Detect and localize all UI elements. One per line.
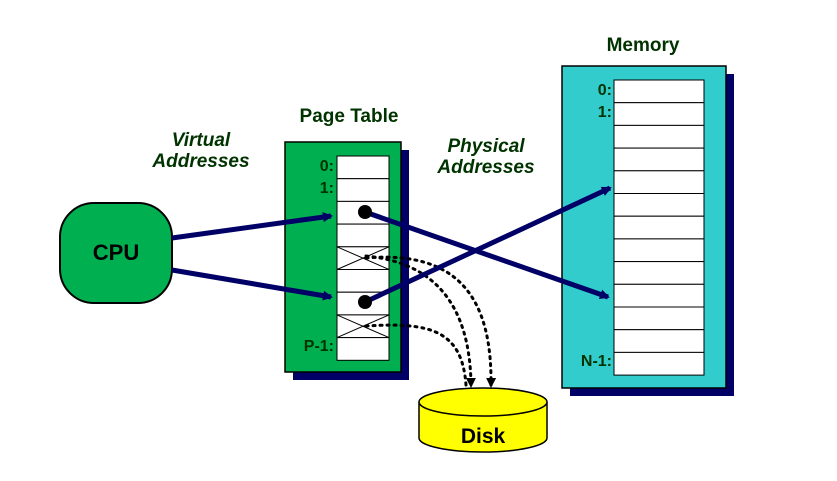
page-table-entry [336, 337, 390, 361]
memory: 0: 1: N-1: [561, 65, 734, 396]
memory-frame [613, 193, 705, 217]
memory-frame [613, 170, 705, 195]
cpu-node: CPU [59, 202, 173, 304]
cpu-label: CPU [93, 240, 139, 265]
disk-node: Disk [418, 387, 548, 453]
memory-frame [613, 102, 705, 126]
page-table-entry [336, 155, 390, 180]
page-table-entry [336, 223, 390, 248]
disk-mapping-arrow-1 [364, 254, 476, 388]
memory-frame [613, 306, 705, 331]
memory-index-0: 0: [598, 82, 612, 99]
memory-frame [613, 147, 705, 172]
cpu-to-page-table-arrow-1 [171, 212, 333, 241]
memory-frame [613, 79, 705, 104]
page-table-index-last: P-1: [304, 338, 334, 355]
memory-frame [613, 329, 705, 353]
cpu-to-page-table-arrow-2 [171, 267, 333, 301]
memory-index-1: 1: [598, 104, 612, 121]
invalid-entry-cross [336, 314, 390, 339]
page-table-index-0: 0: [320, 158, 334, 175]
disk-mapping-arrow-2 [364, 255, 497, 388]
memory-index-last: N-1: [581, 353, 612, 370]
virtual-addresses-label-1: Virtual [172, 130, 231, 151]
memory-frame [613, 124, 705, 149]
memory-frame [613, 261, 705, 285]
memory-frame [613, 238, 705, 263]
physical-addresses-label-1: Physical [447, 136, 525, 157]
page-table-index-1: 1: [320, 180, 334, 197]
invalid-entry-cross [336, 246, 390, 270]
virtual-addresses-label-2: Addresses [151, 151, 249, 172]
disk-mapping-arrow-3 [364, 323, 468, 387]
page-table-entry [336, 178, 390, 202]
memory-frame [613, 283, 705, 308]
physical-addresses-label-2: Addresses [436, 157, 534, 178]
memory-frames [613, 79, 705, 376]
valid-entry-pointer-2 [358, 295, 372, 309]
page-table-title: Page Table [300, 106, 399, 127]
page-table-to-memory-arrow-1 [364, 209, 610, 300]
memory-frame [613, 351, 705, 376]
disk-label: Disk [461, 425, 506, 448]
page-table: 0: 1: P-1: [284, 141, 409, 380]
memory-title: Memory [607, 35, 680, 56]
memory-frame [613, 215, 705, 240]
valid-entry-pointer-1 [358, 205, 372, 219]
page-table-to-memory-arrow-2 [363, 185, 612, 305]
page-table-entry [336, 269, 390, 293]
